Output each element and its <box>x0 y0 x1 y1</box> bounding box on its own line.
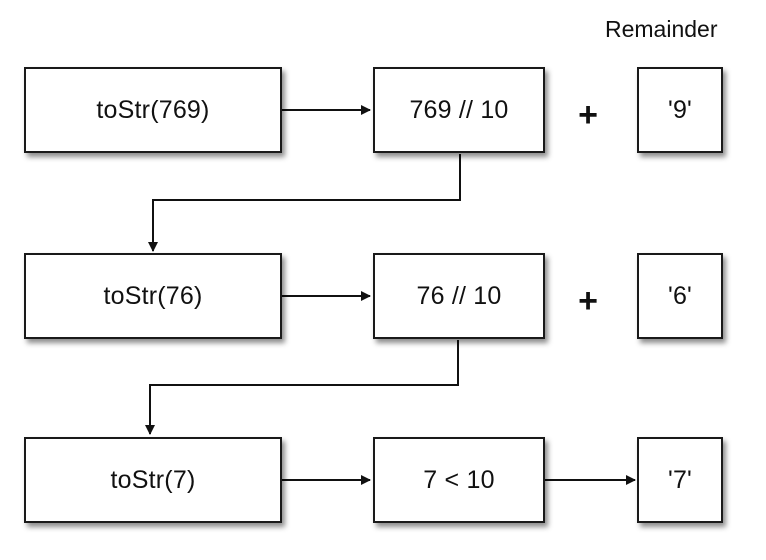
remainder-header: Remainder <box>605 16 718 42</box>
remainder-box-1: '9' <box>637 67 723 153</box>
plus-sign-2: + <box>578 282 598 320</box>
remainder-box-2: '6' <box>637 253 723 339</box>
operation-box-2: 76 // 10 <box>373 253 545 339</box>
call-box-1: toStr(769) <box>24 67 282 153</box>
call-box-2: toStr(76) <box>24 253 282 339</box>
operation-box-3: 7 < 10 <box>373 437 545 523</box>
arrow-op2-to-call3 <box>145 340 459 435</box>
plus-sign-1: + <box>578 96 598 134</box>
arrow-op1-to-call2 <box>148 154 461 252</box>
operation-box-1: 769 // 10 <box>373 67 545 153</box>
call-box-3: toStr(7) <box>24 437 282 523</box>
remainder-box-3: '7' <box>637 437 723 523</box>
